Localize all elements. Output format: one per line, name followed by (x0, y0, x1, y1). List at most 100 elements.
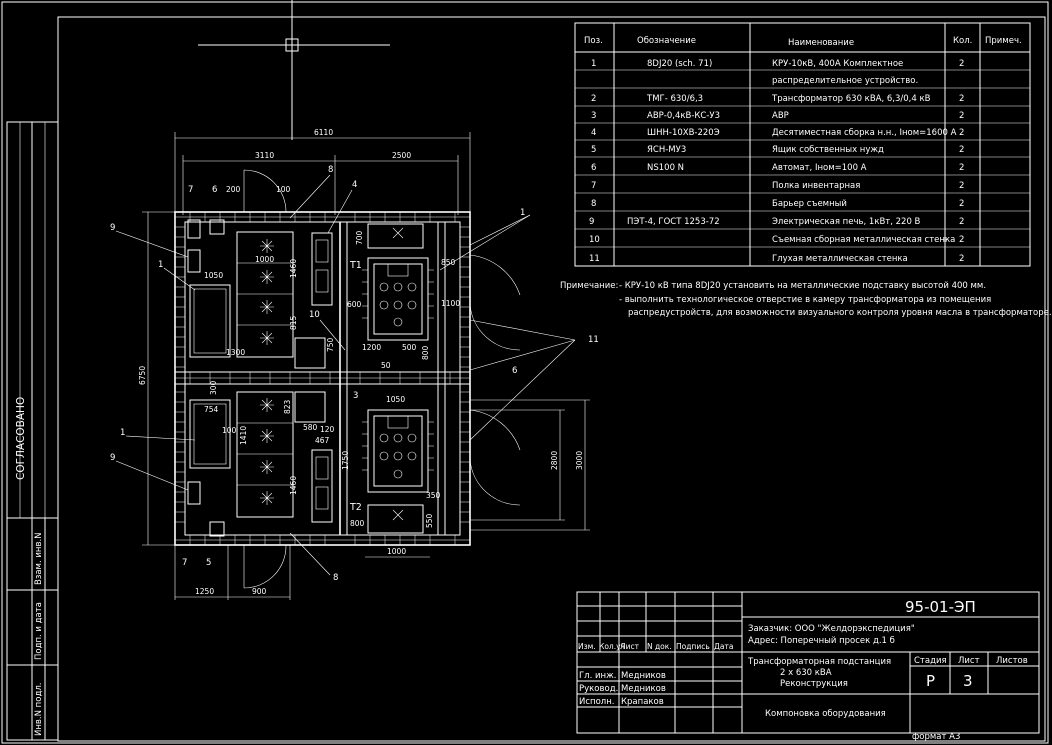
svg-text:ПЭТ-4, ГОСТ 1253-72: ПЭТ-4, ГОСТ 1253-72 (627, 217, 720, 227)
notes-line-3: распредустройств, для возможности визуал… (628, 308, 1052, 318)
inv-replace-label: Взам. инв.N (34, 532, 44, 585)
dim-600: 600 (347, 300, 362, 309)
svg-text:2: 2 (959, 217, 964, 227)
role-exec: Исполн. (579, 697, 614, 707)
svg-text:Автомат, Iном=100 А: Автомат, Iном=100 А (772, 163, 867, 173)
svg-text:9: 9 (589, 217, 594, 227)
dim-1050b: 1050 (386, 395, 405, 404)
format-label: формат А3 (912, 732, 960, 742)
label-t1: T1 (349, 260, 362, 271)
dim-1250: 1250 (195, 587, 214, 596)
spec-row: 1 8DJ20 (sch. 71) КРУ-10кВ, 400А Комплек… (591, 59, 964, 69)
svg-text:2: 2 (959, 59, 964, 69)
dim-300: 300 (209, 380, 218, 395)
svg-text:8: 8 (591, 199, 596, 209)
customer: Заказчик: ООО "Желдорэкспедиция" (748, 624, 915, 634)
dim-850: 850 (441, 258, 456, 267)
svg-text:7: 7 (591, 181, 596, 191)
spec-header-note: Примеч. (985, 36, 1022, 46)
label-1b: 1 (120, 428, 125, 438)
title-block: 95-01-ЭП Заказчик: ООО "Желдорэкспедиция… (576, 591, 1040, 742)
spec-row: 2 ТМГ- 630/6,3 Трансформатор 630 кВА, 6,… (591, 94, 964, 104)
tb-header-izm: Изм. (578, 642, 596, 651)
address: Адрес: Поперечный просек д.1 б (748, 636, 895, 646)
dim-815: 815 (289, 315, 298, 330)
svg-text:2: 2 (959, 235, 964, 245)
dim-right-width: 2500 (392, 151, 411, 160)
role-head: Руковод. (579, 684, 618, 694)
dim-1460: 1460 (289, 259, 298, 278)
label-10: 10 (309, 310, 320, 320)
dim-900: 900 (252, 587, 267, 596)
svg-text:NS100 N: NS100 N (647, 163, 684, 173)
svg-text:10: 10 (589, 235, 600, 245)
doc-code: 95-01-ЭП (905, 598, 976, 616)
label-6: 6 (212, 185, 217, 195)
dim-800: 800 (421, 345, 430, 360)
dim-500: 500 (402, 343, 417, 352)
svg-text:Электрическая печь, 1кВт, 220: Электрическая печь, 1кВт, 220 В (772, 217, 921, 227)
tb-header-date: Дата (714, 642, 733, 651)
svg-text:2: 2 (959, 163, 964, 173)
spec-header-pos: Поз. (584, 36, 603, 46)
svg-text:2: 2 (591, 94, 596, 104)
inv-orig-label: Инв.N подл. (34, 683, 44, 736)
svg-text:2: 2 (959, 254, 964, 264)
spec-header-code: Обозначение (637, 36, 696, 46)
svg-text:Барьер съемный: Барьер съемный (772, 199, 847, 209)
tb-header-kol: Кол.уч (599, 642, 625, 651)
switch-symbols-2 (260, 398, 274, 505)
dim-800b: 800 (350, 519, 365, 528)
svg-text:ЯСН-МУ3: ЯСН-МУ3 (647, 145, 686, 155)
svg-text:Полка инвентарная: Полка инвентарная (772, 181, 860, 191)
name-exec: Крапаков (621, 697, 664, 707)
label-11: 11 (588, 335, 599, 345)
svg-text:2: 2 (959, 111, 964, 121)
svg-text:Трансформатор 630 кВА, 6,3/0,4: Трансформатор 630 кВА, 6,3/0,4 кВ (771, 94, 931, 104)
svg-text:4: 4 (591, 128, 596, 138)
spec-header-qty: Кол. (953, 36, 972, 46)
dim-1460b: 1460 (289, 476, 298, 495)
label-7b: 7 (182, 558, 187, 568)
dim-1100: 1100 (441, 299, 460, 308)
svg-text:5: 5 (591, 145, 596, 155)
label-1: 1 (158, 260, 163, 270)
spec-row: 5 ЯСН-МУ3 Ящик собственных нужд 2 (591, 145, 964, 155)
svg-text:2: 2 (959, 94, 964, 104)
dim-overall-width: 6110 (314, 128, 333, 137)
svg-text:Десятиместная сборка н.н., Iно: Десятиместная сборка н.н., Iном=1600 А (772, 128, 957, 138)
project-line-2: 2 х 630 кВА (780, 668, 832, 678)
spec-row: 8 Барьер съемный 2 (591, 199, 964, 209)
sheet-value: 3 (963, 672, 973, 690)
dim-467: 467 (315, 436, 330, 445)
project-line-3: Реконструкция (780, 679, 848, 689)
svg-text:Глухая металлическая стенка: Глухая металлическая стенка (772, 254, 908, 264)
dim-1750: 1750 (341, 451, 350, 470)
name-head: Медников (621, 684, 666, 694)
notes-line-1: - КРУ-10 кВ типа 8DJ20 установить на мет… (619, 281, 986, 291)
label-8b: 8 (333, 573, 338, 583)
role-chief: Гл. инж. (579, 671, 616, 681)
label-t2: T2 (349, 502, 362, 513)
label-6b: 6 (512, 366, 517, 376)
dim-left-width: 3110 (255, 151, 274, 160)
dim-120: 120 (320, 425, 335, 434)
svg-text:ТМГ- 630/6,3: ТМГ- 630/6,3 (646, 94, 703, 104)
svg-text:2: 2 (959, 199, 964, 209)
switch-symbols-1 (260, 239, 274, 345)
tb-header-list: Лист (620, 642, 640, 651)
agreed-label: СОГЛАСОВАНО (15, 397, 27, 480)
dim-700: 700 (355, 230, 364, 245)
svg-text:1: 1 (591, 59, 596, 69)
svg-text:ШНН-10ХВ-220Э: ШНН-10ХВ-220Э (647, 128, 720, 138)
svg-text:2: 2 (959, 181, 964, 191)
label-8: 8 (328, 165, 333, 175)
sign-date-label: Подп. и дата (34, 602, 44, 660)
dim-550: 550 (425, 513, 434, 528)
dim-350: 350 (426, 491, 441, 500)
svg-text:6: 6 (591, 163, 596, 173)
spec-row: 11 Глухая металлическая стенка 2 (589, 254, 964, 264)
dim-823: 823 (283, 399, 292, 414)
transformer-t2 (362, 409, 434, 493)
spec-row: 6 NS100 N Автомат, Iном=100 А 2 (591, 163, 964, 173)
